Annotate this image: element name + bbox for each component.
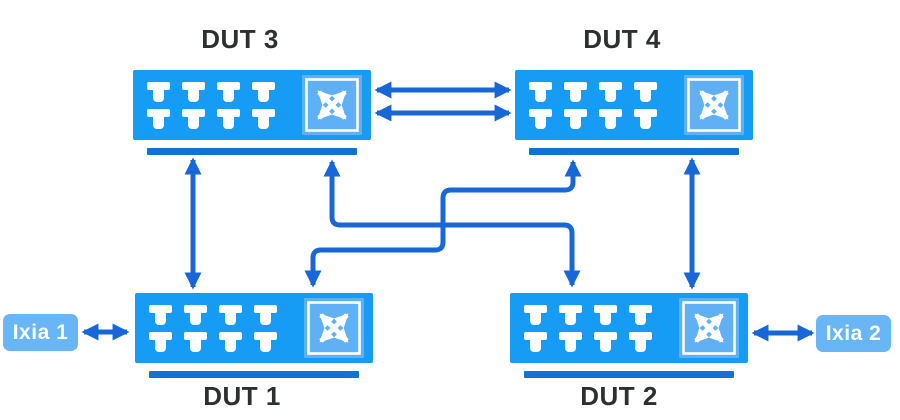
- ethernet-port-icon: [147, 81, 170, 102]
- port-grid: [529, 81, 657, 129]
- switch-dut3: [133, 70, 371, 140]
- label-dut3: DUT 3: [201, 24, 279, 54]
- ethernet-port-icon: [254, 331, 277, 352]
- ethernet-port-icon: [524, 304, 547, 325]
- ethernet-port-icon: [219, 331, 242, 352]
- ethernet-port-icon: [599, 108, 622, 129]
- ethernet-port-icon: [252, 81, 275, 102]
- crossed-arrows-switch-icon: [302, 75, 362, 135]
- switch-base-bar: [524, 371, 734, 378]
- link-dut1-dut4: [304, 159, 582, 288]
- ixia2-box: Ixia 2: [816, 315, 891, 352]
- ethernet-port-icon: [599, 81, 622, 102]
- ethernet-port-icon: [254, 304, 277, 325]
- crossed-arrows-switch-icon: [679, 298, 739, 358]
- ethernet-port-icon: [529, 108, 552, 129]
- ethernet-port-icon: [634, 81, 657, 102]
- ethernet-port-icon: [559, 304, 582, 325]
- ethernet-port-icon: [147, 108, 170, 129]
- switch-base-bar: [149, 371, 359, 378]
- switch-dut2: [510, 293, 748, 363]
- ethernet-port-icon: [564, 108, 587, 129]
- ethernet-port-icon: [524, 331, 547, 352]
- ethernet-port-icon: [629, 304, 652, 325]
- label-dut4: DUT 4: [583, 24, 661, 54]
- ethernet-port-icon: [184, 304, 207, 325]
- ethernet-port-icon: [252, 108, 275, 129]
- port-grid: [524, 304, 652, 352]
- switch-base-bar: [529, 148, 739, 155]
- port-grid: [149, 304, 277, 352]
- link-dut3-dut2: [323, 159, 581, 288]
- ethernet-port-icon: [529, 81, 552, 102]
- label-dut2: DUT 2: [580, 381, 658, 411]
- ixia1-box: Ixia 1: [3, 314, 78, 351]
- ethernet-port-icon: [629, 331, 652, 352]
- ethernet-port-icon: [184, 331, 207, 352]
- ethernet-port-icon: [182, 108, 205, 129]
- switch-dut4: [515, 70, 753, 140]
- ethernet-port-icon: [634, 108, 657, 129]
- label-dut1: DUT 1: [203, 381, 281, 411]
- ethernet-port-icon: [594, 331, 617, 352]
- ethernet-port-icon: [219, 304, 242, 325]
- ethernet-port-icon: [559, 331, 582, 352]
- ethernet-port-icon: [217, 81, 240, 102]
- port-grid: [147, 81, 275, 129]
- switch-base-bar: [147, 148, 357, 155]
- ethernet-port-icon: [149, 304, 172, 325]
- ethernet-port-icon: [149, 331, 172, 352]
- ethernet-port-icon: [182, 81, 205, 102]
- switch-dut1: [135, 293, 373, 363]
- ethernet-port-icon: [217, 108, 240, 129]
- crossed-arrows-switch-icon: [684, 75, 744, 135]
- crossed-arrows-switch-icon: [304, 298, 364, 358]
- ethernet-port-icon: [564, 81, 587, 102]
- ethernet-port-icon: [594, 304, 617, 325]
